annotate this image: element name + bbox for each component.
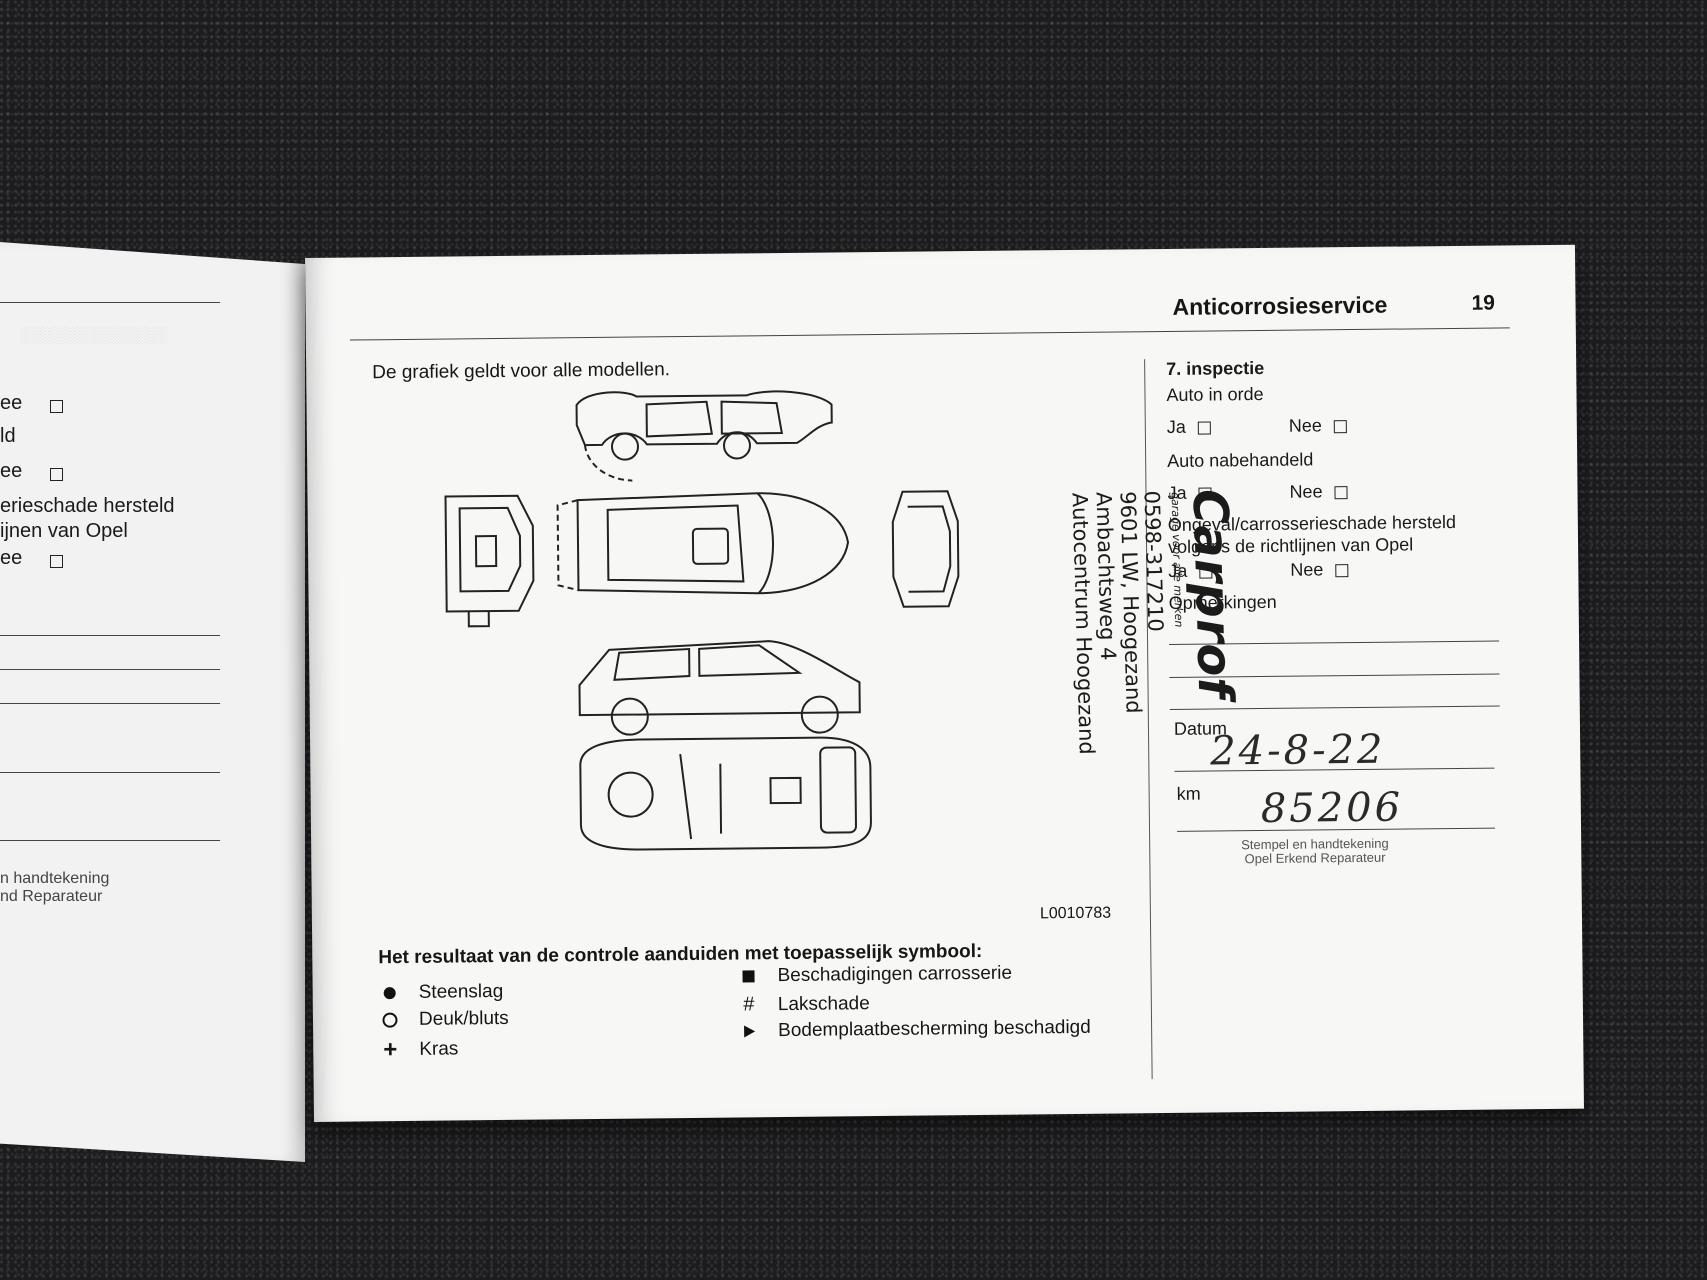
stamp-line-street: Ambachtsweg 4 [1091, 491, 1121, 661]
legend-label: Deuk/bluts [418, 1007, 509, 1030]
left-line-2 [0, 669, 220, 670]
left-checkbox-3 [50, 555, 63, 568]
filled-circle-icon [379, 986, 401, 1000]
car-view-side-right [578, 640, 861, 736]
footer-line-2: Opel Erkend Reparateur [1244, 850, 1386, 867]
q1-no-checkbox[interactable] [1333, 419, 1347, 433]
page-number: 19 [1471, 291, 1496, 315]
inspection-q2: Auto nabehandeld [1167, 449, 1314, 471]
legend-item-steenslag: Steenslag [379, 981, 504, 1004]
left-fragment-5: ijnen van Opel [0, 520, 128, 542]
car-view-front [891, 490, 960, 608]
header-rule [349, 327, 1510, 341]
left-line-5 [0, 840, 220, 841]
legend-item-deuk: Deuk/bluts [379, 1008, 509, 1031]
stamp-line-phone: 0598-317210 [1139, 490, 1168, 633]
car-view-underbody [579, 736, 872, 851]
legend-item-lakschade: # Lakschade [738, 992, 870, 1016]
legend-label: Steenslag [418, 980, 504, 1003]
legend-item-bodemplaat: Bodemplaatbescherming beschadigd [738, 1017, 1091, 1043]
car-view-top [556, 492, 850, 595]
left-checkbox-2 [50, 468, 63, 481]
left-fragment-2: ld [0, 425, 16, 447]
q2-no: Nee [1289, 481, 1348, 503]
inspection-title: 7. inspectie [1166, 357, 1265, 379]
car-view-side-left [575, 390, 833, 482]
q1-yes: Ja [1167, 417, 1211, 438]
open-circle-icon [379, 1012, 401, 1028]
legend-item-carrosserie: Beschadigingen carrosserie [737, 963, 1012, 988]
diagram-code: L0010783 [1039, 904, 1112, 923]
stamp-signature-caption: Stempel en handtekening Opel Erkend Repa… [1241, 836, 1389, 867]
left-footer-2: nd Reparateur [0, 888, 103, 905]
left-fragment-6: ee [0, 547, 23, 569]
left-line-4 [0, 772, 220, 773]
left-fragment-4: erieschade hersteld [0, 495, 175, 517]
dealer-stamp: Carprof garage voor alle merken 0598-317… [1068, 488, 1246, 783]
left-ghost-text: ░░░░░░░░░░░░░ [20, 327, 168, 344]
km-label: km [1176, 783, 1201, 804]
q1-no: Nee [1289, 415, 1347, 437]
left-header-rule [0, 302, 220, 303]
filled-square-icon [737, 969, 759, 983]
no-label: Nee [1288, 415, 1322, 436]
section-title: Anticorrosieservice [1172, 291, 1388, 320]
no-label: Nee [1290, 559, 1324, 580]
car-damage-diagram [444, 390, 960, 851]
km-value: 85206 [1260, 784, 1404, 833]
left-fragment-1: ee [0, 392, 23, 414]
plus-icon: + [383, 1036, 398, 1064]
hash-icon: # [743, 993, 755, 1016]
left-checkbox-1 [50, 400, 63, 413]
legend-label: Lakschade [777, 992, 870, 1015]
left-fragment-3: ee [0, 460, 23, 482]
car-view-rear [444, 494, 535, 628]
stamp-logo: Carprof [1181, 488, 1244, 700]
q3-no-checkbox[interactable] [1335, 563, 1349, 577]
q3-no: Nee [1290, 559, 1349, 581]
yes-label: Ja [1166, 416, 1186, 437]
q1-yes-checkbox[interactable] [1197, 421, 1211, 435]
right-page: Anticorrosieservice 19 De grafiek geldt … [305, 244, 1584, 1122]
left-line-3 [0, 703, 220, 704]
left-footer-1: n handtekening [0, 870, 110, 887]
legend-label: Beschadigingen carrosserie [777, 962, 1013, 987]
legend-label: Kras [419, 1038, 459, 1060]
legend-label: Bodemplaatbescherming beschadigd [778, 1016, 1091, 1042]
no-label: Nee [1289, 481, 1323, 502]
inspection-q1: Auto in orde [1166, 383, 1264, 405]
left-line-1 [0, 635, 220, 636]
diagram-caption: De grafiek geldt voor alle modellen. [372, 359, 671, 384]
q2-no-checkbox[interactable] [1334, 485, 1348, 499]
legend-item-kras: + Kras [379, 1035, 458, 1064]
triangle-icon [738, 1024, 760, 1038]
left-page: ░░░░░░░░░░░░░ ee ld ee erieschade herste… [0, 242, 305, 1162]
